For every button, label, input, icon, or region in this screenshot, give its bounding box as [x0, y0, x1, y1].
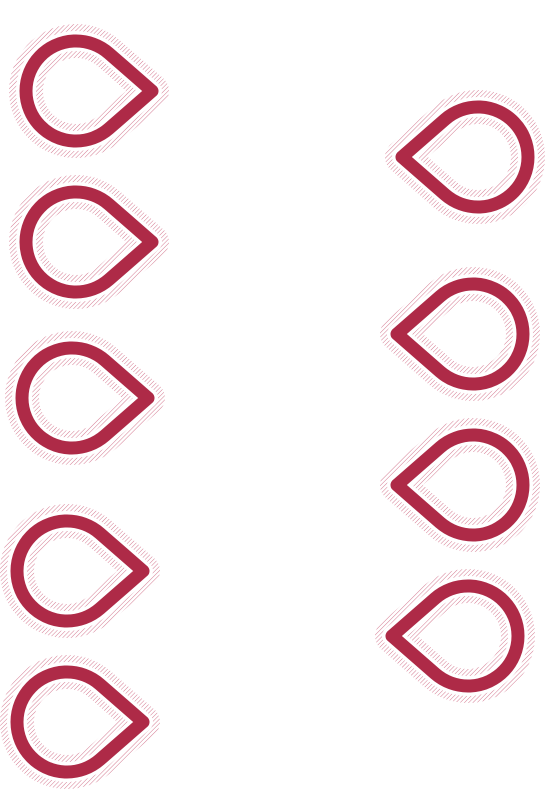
teardrop-outline — [385, 579, 525, 693]
teardrop-outline — [390, 277, 530, 391]
teardrop-outline-icon — [380, 418, 540, 552]
teardrop-outline — [10, 665, 150, 779]
teardrop-outline-icon — [380, 267, 540, 401]
teardrop-outline — [19, 185, 159, 299]
teardrop-outline-icon — [385, 90, 545, 224]
teardrop-outline — [19, 34, 159, 148]
teardrop-outline — [10, 514, 150, 628]
teardrop-outline — [395, 100, 535, 214]
teardrop-outline-icon — [9, 175, 169, 309]
teardrop-outline-icon — [0, 504, 160, 638]
teardrop-outline — [390, 428, 530, 542]
teardrop-outline-icon — [375, 569, 535, 703]
teardrop-outline-icon — [0, 655, 160, 789]
teardrop-outline-icon — [9, 24, 169, 158]
teardrop-outline — [15, 341, 155, 455]
teardrop-group — [0, 24, 545, 789]
teardrop-outline-icon — [5, 331, 165, 465]
